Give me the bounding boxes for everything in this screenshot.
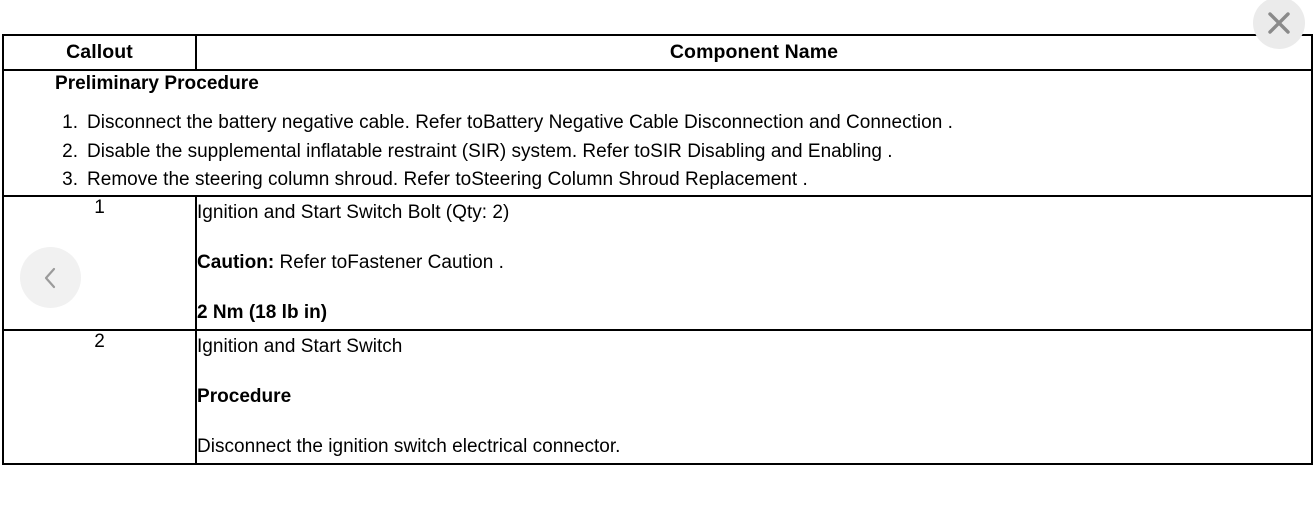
chevron-left-icon (38, 265, 64, 291)
column-header-callout: Callout (2, 34, 197, 71)
list-item: Remove the steering column shroud. Refer… (56, 166, 808, 194)
torque-spec: 2 Nm (18 lb in) (197, 301, 328, 323)
procedure-table: Callout Component Name Preliminary Proce… (2, 34, 1313, 465)
table-header-row: Callout Component Name (2, 34, 1313, 71)
preliminary-procedure-cell: Preliminary Procedure Disconnect the bat… (2, 69, 1313, 197)
preliminary-procedure-title: Preliminary Procedure (55, 73, 259, 94)
component-cell-2: Ignition and Start Switch Procedure Disc… (195, 328, 1313, 465)
list-item: Disable the supplemental inflatable rest… (56, 138, 893, 166)
caution-label: Caution: (197, 251, 275, 273)
caution-line: Caution: Refer toFastener Caution . (197, 247, 1311, 279)
table-row: 1 Ignition and Start Switch Bolt (Qty: 2… (2, 194, 1313, 331)
caution-text: Refer toFastener Caution . (274, 251, 504, 273)
close-button[interactable] (1253, 0, 1305, 49)
preliminary-procedure-list: Disconnect the battery negative cable. R… (4, 109, 1311, 195)
close-icon (1264, 8, 1294, 38)
component-title: Ignition and Start Switch (197, 335, 403, 357)
column-header-component-name: Component Name (195, 34, 1313, 71)
table-row: 2 Ignition and Start Switch Procedure Di… (2, 328, 1313, 465)
preliminary-procedure-row: Preliminary Procedure Disconnect the bat… (2, 69, 1313, 197)
previous-button[interactable] (20, 247, 81, 308)
list-item: Disconnect the battery negative cable. R… (56, 109, 953, 137)
component-title: Ignition and Start Switch Bolt (Qty: 2) (197, 201, 510, 223)
component-cell-1: Ignition and Start Switch Bolt (Qty: 2) … (195, 194, 1313, 331)
callout-number-2: 2 (2, 328, 197, 465)
procedure-heading: Procedure (197, 385, 292, 407)
procedure-step: Disconnect the ignition switch electrica… (197, 435, 621, 457)
